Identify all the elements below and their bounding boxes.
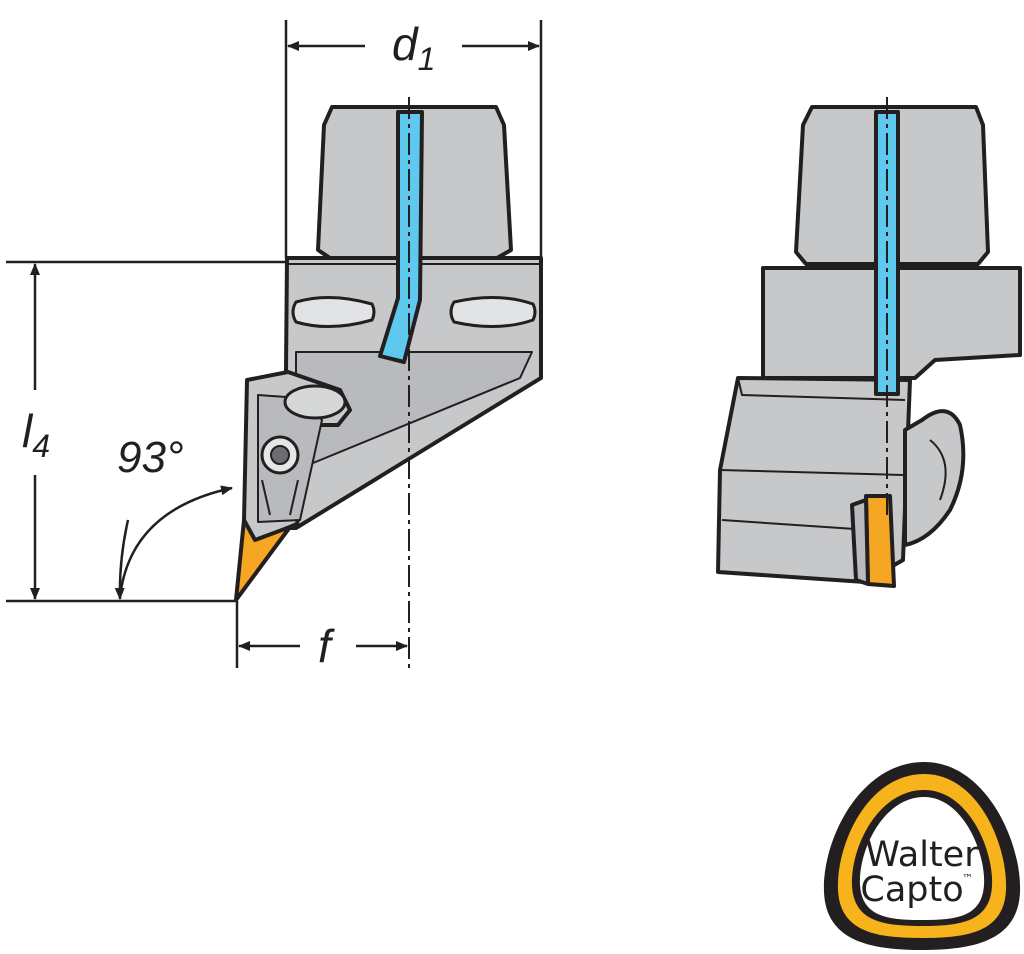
side-view [716, 105, 1022, 588]
front-view [234, 105, 543, 602]
logo-line2: Capto [860, 870, 963, 910]
dimension-angle: 93° [117, 433, 184, 482]
side-clamp [903, 409, 966, 547]
logo-line1: Walter [865, 835, 979, 875]
walter-capto-logo: Walter Capto ™ [823, 761, 1021, 950]
cutting-insert-side [864, 494, 896, 588]
slot-left [291, 295, 376, 329]
logo-trademark: ™ [962, 872, 973, 885]
dimension-l4: l4 [22, 405, 50, 464]
dimension-lines [6, 20, 543, 668]
dimension-f: f [318, 620, 335, 672]
coolant-channel-front [378, 110, 424, 364]
cutting-insert-front [234, 518, 292, 602]
dimension-d1: d1 [392, 18, 435, 77]
slot-right [449, 296, 537, 328]
